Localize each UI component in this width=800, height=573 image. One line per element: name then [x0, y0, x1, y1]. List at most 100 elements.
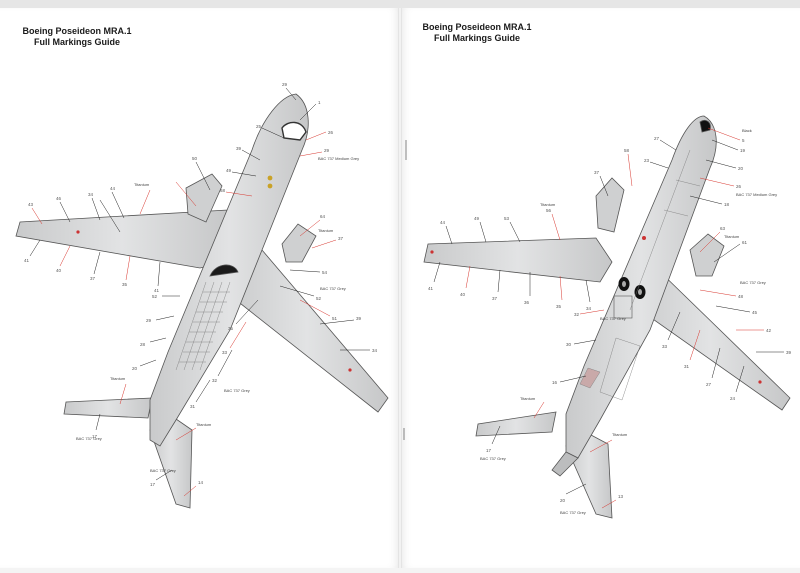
dorsal-black-dome	[209, 264, 239, 277]
svg-text:41: 41	[24, 258, 30, 263]
svg-text:20: 20	[132, 366, 138, 371]
svg-text:36: 36	[524, 300, 530, 305]
svg-text:35: 35	[122, 282, 128, 287]
svg-text:19: 19	[740, 148, 746, 153]
right-page-title: Boeing Poseideon MRA.1 Full Markings Gui…	[412, 22, 542, 44]
roundels-top	[76, 175, 352, 372]
right-callout-titanium-2: Titanium	[724, 234, 740, 239]
engine-right-under	[689, 233, 725, 277]
left-callout-bac-1: BAC 737 Grey	[320, 286, 346, 291]
left-callout-medium-grey: BAC 737 Medium Grey	[318, 156, 359, 161]
svg-text:44: 44	[440, 220, 446, 225]
left-stabilizer-top	[63, 397, 153, 419]
svg-text:46: 46	[56, 196, 62, 201]
svg-text:50: 50	[192, 156, 198, 161]
page-marks	[403, 140, 407, 440]
svg-text:34: 34	[372, 348, 378, 353]
svg-text:17: 17	[486, 448, 492, 453]
right-callout-bac-4: BAC 737 Grey	[560, 510, 586, 515]
svg-text:37: 37	[90, 276, 96, 281]
right-callout-titanium-3: Titanium	[520, 396, 536, 401]
svg-text:25: 25	[256, 124, 262, 129]
svg-text:35: 35	[228, 326, 234, 331]
svg-text:63: 63	[720, 226, 726, 231]
left-callout-bac-4: BAC 737 Grey	[150, 468, 176, 473]
svg-text:45: 45	[752, 310, 758, 315]
left-title-line1: Boeing Poseideon MRA.1	[22, 26, 132, 36]
book-gutter	[398, 8, 402, 568]
svg-text:14: 14	[198, 480, 204, 485]
svg-text:37: 37	[338, 236, 344, 241]
svg-text:54: 54	[322, 270, 328, 275]
svg-text:5: 5	[742, 138, 745, 143]
svg-text:35: 35	[556, 304, 562, 309]
svg-text:41: 41	[428, 286, 434, 291]
svg-text:53: 53	[504, 216, 510, 221]
svg-text:42: 42	[766, 328, 772, 333]
aircraft-top-view	[15, 93, 389, 509]
left-wing-top	[15, 209, 229, 269]
colour-callouts-left: BAC 737 Medium Grey Titanium Titanium BA…	[76, 156, 359, 473]
right-callout-medium-grey: BAC 737 Medium Grey	[736, 192, 777, 197]
svg-text:48: 48	[738, 294, 744, 299]
left-page-title: Boeing Poseideon MRA.1 Full Markings Gui…	[12, 26, 142, 48]
svg-text:56: 56	[546, 208, 552, 213]
left-title-line2: Full Markings Guide	[33, 37, 120, 47]
svg-text:43: 43	[28, 202, 34, 207]
right-title-line2: Full Markings Guide	[433, 33, 520, 43]
svg-text:34: 34	[88, 192, 94, 197]
svg-text:23: 23	[644, 158, 650, 163]
svg-text:28: 28	[140, 342, 146, 347]
svg-text:27: 27	[706, 382, 712, 387]
svg-text:49: 49	[226, 168, 232, 173]
left-callout-titanium-4: Titanium	[196, 422, 212, 427]
svg-text:49: 49	[474, 216, 480, 221]
right-title-line1: Boeing Poseideon MRA.1	[422, 22, 532, 32]
left-callout-titanium-3: Titanium	[110, 376, 126, 381]
svg-text:17: 17	[150, 482, 156, 487]
underside-panels	[579, 149, 701, 401]
svg-text:32: 32	[212, 378, 218, 383]
nose-radome-black	[699, 120, 711, 133]
left-callout-titanium-2: Titanium	[318, 228, 334, 233]
leader-lines-left	[29, 87, 370, 497]
svg-text:37: 37	[594, 170, 600, 175]
svg-text:20: 20	[560, 498, 566, 503]
svg-text:29: 29	[146, 318, 152, 323]
tail-cone-under	[551, 451, 579, 477]
svg-text:41: 41	[154, 288, 160, 293]
svg-text:39: 39	[236, 146, 242, 151]
svg-text:44: 44	[110, 186, 116, 191]
svg-text:27: 27	[654, 136, 660, 141]
svg-text:68: 68	[220, 188, 226, 193]
engine-left-top	[185, 173, 223, 223]
svg-text:32: 32	[574, 312, 580, 317]
walkway-grid	[175, 281, 231, 371]
svg-text:31: 31	[190, 404, 196, 409]
svg-text:26: 26	[736, 184, 742, 189]
roundels-under	[430, 236, 762, 384]
left-callout-bac-2: BAC 737 Grey	[224, 388, 250, 393]
svg-text:61: 61	[742, 240, 748, 245]
cockpit-window	[281, 121, 307, 141]
svg-text:26: 26	[328, 130, 334, 135]
right-callout-bac-2: BAC 737 Grey	[600, 316, 626, 321]
leader-lines-right	[433, 127, 784, 509]
scanner-edge	[0, 0, 800, 8]
svg-text:33: 33	[662, 344, 668, 349]
left-stabilizer-under	[475, 411, 557, 437]
svg-text:33: 33	[222, 350, 228, 355]
svg-text:18: 18	[724, 202, 730, 207]
svg-text:40: 40	[56, 268, 62, 273]
right-callout-black: Black	[742, 128, 752, 133]
svg-text:52: 52	[152, 294, 158, 299]
left-callout-bac-3: BAC 737 Grey	[76, 436, 102, 441]
svg-text:29: 29	[324, 148, 330, 153]
svg-text:34: 34	[586, 306, 592, 311]
colour-callouts-right: Black BAC 737 Medium Grey Titanium Titan…	[480, 128, 777, 515]
svg-text:51: 51	[332, 316, 338, 321]
svg-text:29: 29	[282, 82, 288, 87]
